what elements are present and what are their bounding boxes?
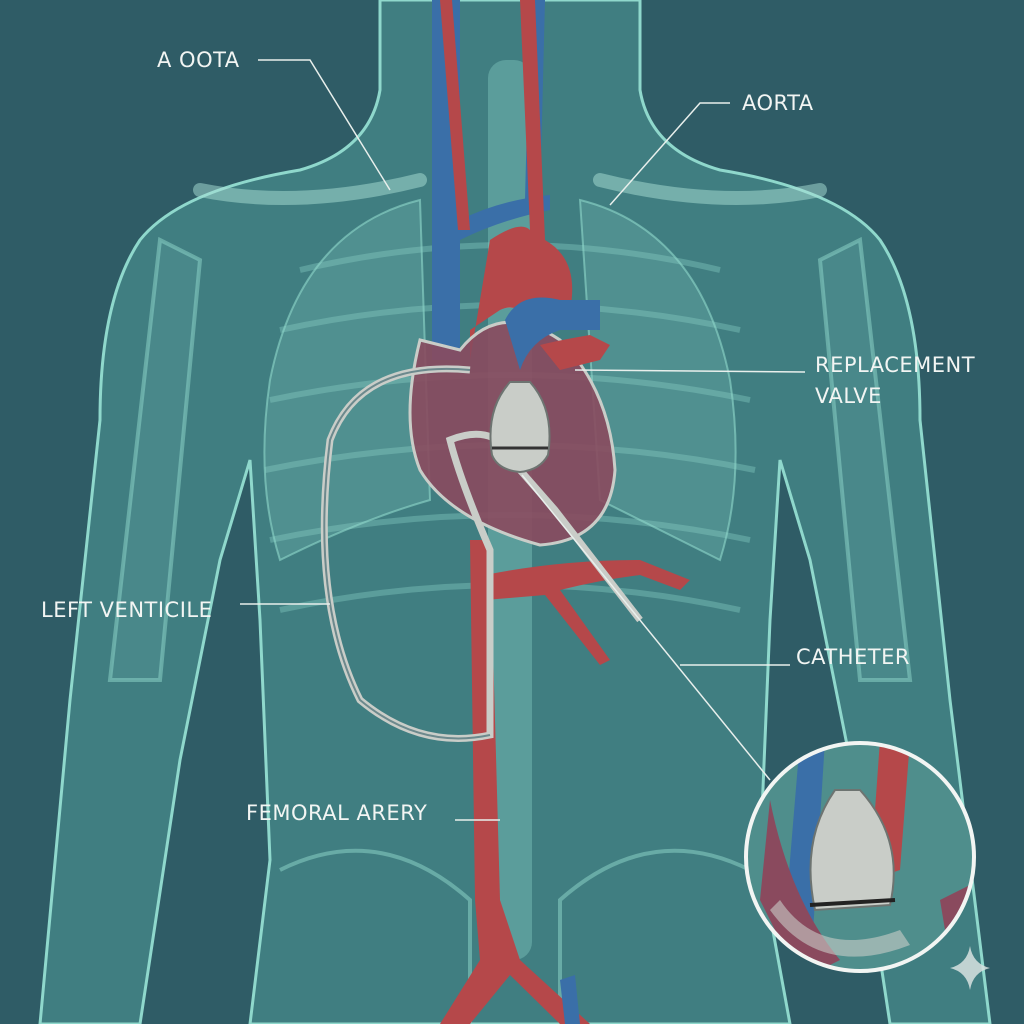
- label-left-ventricle: LEFT VENTICILE: [41, 598, 213, 622]
- sparkle-icon: [950, 946, 990, 990]
- carotid-artery: [440, 0, 470, 230]
- replacement-valve-device: [489, 381, 551, 474]
- inset-valve: [809, 789, 895, 912]
- label-a-oota: A OOTA: [157, 48, 240, 72]
- label-aorta: AORTA: [742, 91, 814, 115]
- label-replacement-valve-2: VALVE: [815, 384, 882, 408]
- aortic-arch: [470, 0, 573, 360]
- aorta-branch: [485, 560, 690, 665]
- valve-inset: [744, 741, 976, 973]
- left-lung: [263, 198, 432, 562]
- label-catheter: CATHETER: [796, 645, 910, 669]
- clavicles: [193, 173, 827, 205]
- pelvis: [279, 848, 751, 1024]
- label-replacement-valve-1: REPLACEMENT: [815, 353, 976, 377]
- pulmonary-artery: [505, 297, 600, 370]
- label-femoral-artery: FEMORAL ARERY: [246, 801, 428, 825]
- right-lung: [578, 198, 737, 562]
- leader-lines: [240, 59, 806, 821]
- descending-aorta: [440, 540, 590, 1024]
